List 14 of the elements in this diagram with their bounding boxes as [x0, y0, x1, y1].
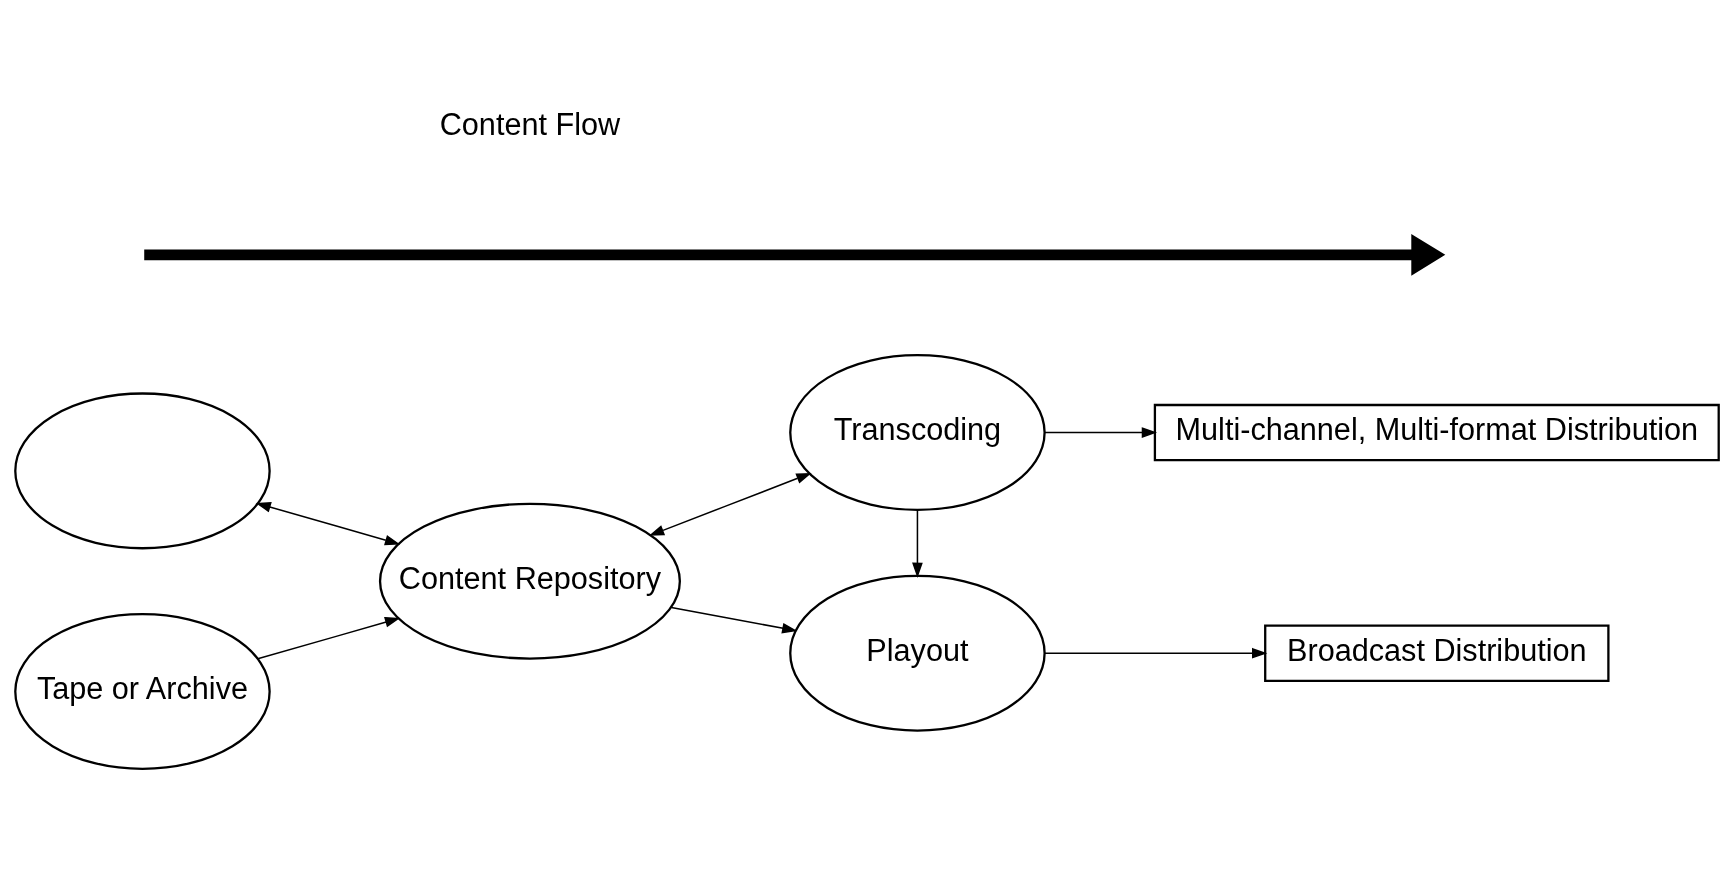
node-ellipse: Tape or Archive [14, 613, 271, 770]
arrow [1043, 427, 1158, 438]
arrow [912, 509, 923, 578]
label: Content Flow [439, 107, 621, 142]
arrow [670, 606, 798, 634]
node-box: Broadcast Distribution [1264, 624, 1610, 682]
node-box: Multi-channel, Multi-format Distribution [1153, 403, 1720, 462]
arrow [1043, 647, 1268, 659]
node-ellipse: Transcoding [789, 354, 1046, 512]
arrow [255, 501, 401, 546]
node-ellipse: Playout [789, 574, 1046, 732]
node-ellipse: Content Repository [378, 502, 681, 660]
arrow [257, 617, 401, 660]
arrow [648, 472, 812, 536]
